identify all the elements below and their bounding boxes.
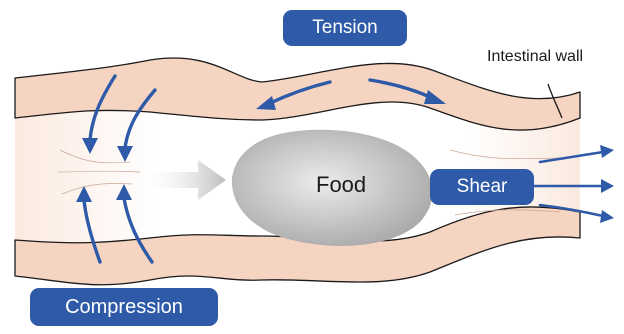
shear-arrowhead: [601, 179, 614, 193]
shear-arrowhead: [600, 210, 614, 223]
compression-label: Compression: [30, 288, 218, 326]
tension-label: Tension: [283, 10, 407, 46]
shear-arrowheads: [600, 145, 614, 223]
shear-label: Shear: [430, 169, 534, 205]
intestinal-wall-label: Intestinal wall: [487, 48, 583, 66]
shear-arrowhead: [600, 145, 614, 158]
food-label: Food: [316, 172, 366, 198]
